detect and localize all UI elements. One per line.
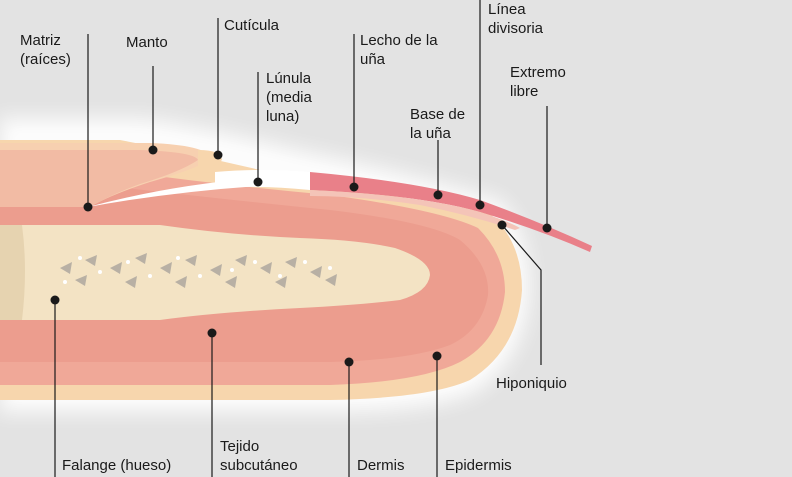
label-line: divisoria bbox=[488, 20, 544, 37]
label-line: luna) bbox=[266, 108, 300, 125]
dot-tejido bbox=[207, 328, 217, 338]
dot-manto bbox=[148, 145, 158, 155]
label-line: uña bbox=[360, 51, 386, 68]
label-linea: Línea divisoria bbox=[488, 0, 543, 38]
label-line: Extremo bbox=[510, 64, 566, 81]
label-line: Tejido bbox=[220, 438, 260, 455]
label-cuticula: Cutícula bbox=[224, 16, 279, 35]
nail-plate-highlight bbox=[310, 190, 520, 230]
dot-lecho bbox=[349, 182, 359, 192]
dot-lunula bbox=[253, 177, 263, 187]
nail-plate bbox=[310, 172, 592, 252]
dot-linea bbox=[475, 200, 485, 210]
label-line: Falange (hueso) bbox=[62, 457, 172, 474]
label-line: Manto bbox=[126, 34, 168, 51]
label-base: Base de la uña bbox=[410, 105, 465, 143]
label-hiponiquio: Hiponiquio bbox=[496, 374, 567, 393]
label-line: Cutícula bbox=[224, 17, 280, 34]
label-line: Epidermis bbox=[445, 457, 512, 474]
label-line: libre bbox=[510, 83, 539, 100]
bone-pores bbox=[63, 256, 332, 284]
dot-epidermis bbox=[432, 351, 442, 361]
label-lunula: Lúnula (media luna) bbox=[266, 69, 312, 126]
label-line: Lúnula bbox=[266, 70, 312, 87]
dot-falange bbox=[50, 295, 60, 305]
label-line: (raíces) bbox=[20, 51, 71, 68]
label-dermis: Dermis bbox=[357, 456, 405, 475]
dot-matriz bbox=[83, 202, 93, 212]
bone-end bbox=[0, 225, 25, 320]
dot-hiponiquio bbox=[497, 220, 507, 230]
dot-cuticula bbox=[213, 150, 223, 160]
leader-hiponiquio bbox=[501, 224, 542, 365]
label-falange: Falange (hueso) bbox=[62, 456, 171, 475]
label-line: Matriz bbox=[20, 32, 61, 49]
label-line: la uña bbox=[410, 125, 451, 142]
bone-texture bbox=[60, 253, 337, 288]
dot-dermis bbox=[344, 357, 354, 367]
label-extremo: Extremo libre bbox=[510, 63, 566, 101]
label-line: (media bbox=[266, 89, 312, 106]
label-line: subcutáneo bbox=[220, 457, 298, 474]
dot-base bbox=[433, 190, 443, 200]
lunula-band bbox=[215, 170, 310, 190]
label-line: Línea bbox=[488, 1, 526, 18]
label-lecho: Lecho de la uña bbox=[360, 31, 438, 69]
label-epidermis: Epidermis bbox=[445, 456, 512, 475]
mantle-inner bbox=[0, 150, 198, 207]
label-line: Hiponiquio bbox=[496, 375, 567, 392]
label-line: Base de bbox=[410, 106, 466, 123]
label-line: Lecho de la bbox=[360, 32, 438, 49]
label-line: Dermis bbox=[357, 457, 405, 474]
label-matriz: Matriz (raíces) bbox=[20, 31, 71, 69]
label-tejido: Tejido subcutáneo bbox=[220, 437, 298, 475]
dot-extremo bbox=[542, 223, 552, 233]
label-manto: Manto bbox=[126, 33, 168, 52]
